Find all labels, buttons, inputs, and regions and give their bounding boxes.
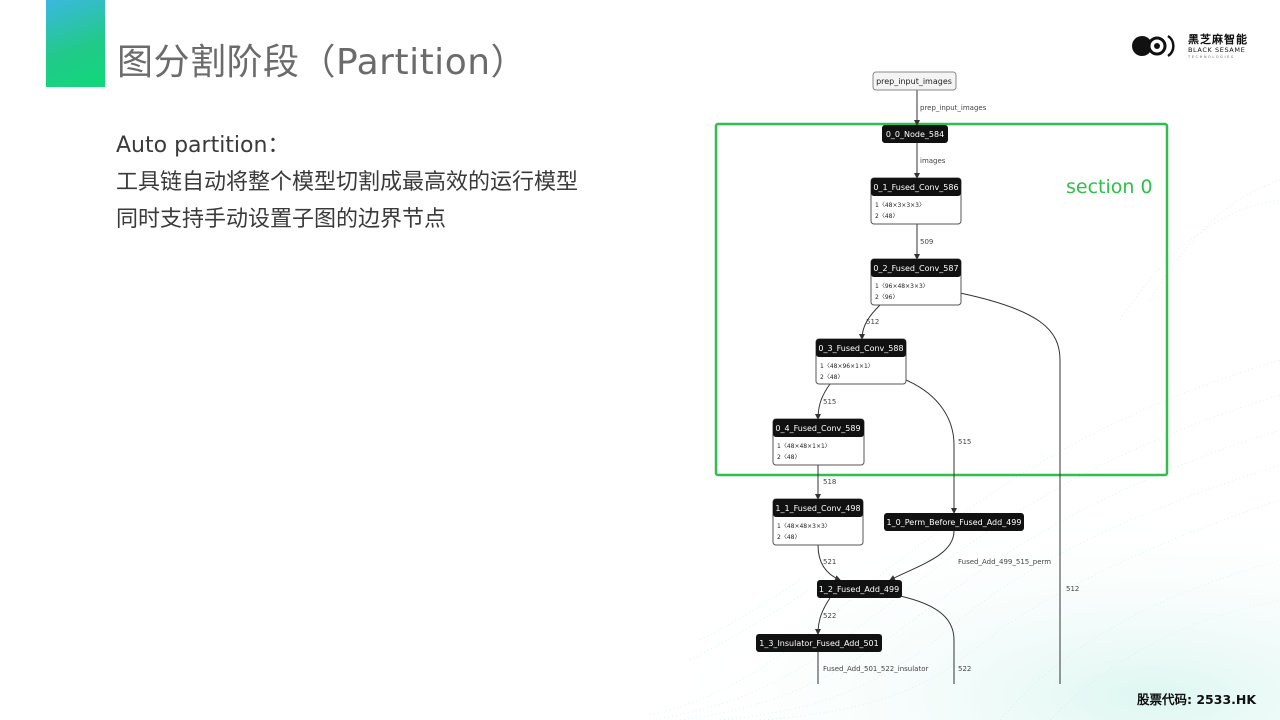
node-attr: 2〈48〉 (777, 454, 800, 461)
node-title: 0_1_Fused_Conv_586 (873, 183, 958, 192)
logo-english: BLACK SESAME (1188, 46, 1246, 54)
graph-node-input[interactable]: prep_input_images (872, 71, 957, 91)
node-title: 1_2_Fused_Add_499 (819, 585, 899, 594)
graph-node[interactable]: 0_2_Fused_Conv_587 1〈96×48×3×3〉 2〈96〉 (870, 258, 962, 306)
node-attr: 2〈48〉 (875, 213, 898, 220)
slide-title: 图分割阶段（Partition） (117, 42, 528, 83)
company-logo: 黑芝麻智能 BLACK SESAME TECHNOLOGIES (1130, 30, 1255, 62)
input-node-label: prep_input_images (876, 77, 952, 86)
edge-label: 509 (920, 238, 933, 246)
node-attr: 2〈48〉 (777, 534, 800, 541)
node-attr: 1〈96×48×3×3〉 (875, 283, 929, 290)
edge-label: Fused_Add_499_515_perm (958, 558, 1051, 566)
edge-label: images (920, 157, 946, 165)
graph-node[interactable]: 0_1_Fused_Conv_586 1〈48×3×3×3〉 2〈48〉 (870, 177, 962, 225)
logo-subline: TECHNOLOGIES (1188, 55, 1235, 59)
graph-node[interactable]: 1_0_Perm_Before_Fused_Add_499 (884, 513, 1024, 531)
edge-labels: prep_input_images images 509 512 515 515… (823, 104, 1079, 673)
section-label: section 0 (1066, 176, 1153, 198)
graph-edges (815, 90, 1061, 684)
edge-label: prep_input_images (920, 104, 987, 112)
logo-mark-icon (1132, 34, 1175, 58)
node-attr: 1〈48×48×3×3〉 (777, 523, 831, 530)
edge-label: Fused_Add_501_522_insulator (823, 665, 928, 673)
graph-node[interactable]: 0_3_Fused_Conv_588 1〈48×96×1×1〉 2〈48〉 (815, 338, 907, 385)
title-accent-bar (46, 0, 105, 87)
edge-label: 518 (823, 478, 836, 486)
node-attr: 2〈96〉 (875, 294, 898, 301)
edge-label: 512 (1066, 585, 1079, 593)
node-title: 0_3_Fused_Conv_588 (818, 344, 903, 353)
edge-label: 522 (958, 665, 971, 673)
section-0-box (714, 122, 1169, 477)
node-attr: 2〈48〉 (820, 374, 843, 381)
graph-node[interactable]: 0_0_Node_584 (882, 125, 948, 143)
node-title: 1_3_Insulator_Fused_Add_501 (759, 639, 878, 648)
stock-code: 股票代码: 2533.HK (1137, 692, 1257, 707)
edge-label: 512 (866, 318, 879, 326)
body-line: Auto partition： (116, 133, 290, 158)
graph-node[interactable]: 1_2_Fused_Add_499 (817, 580, 902, 598)
graph-node[interactable]: 0_4_Fused_Conv_589 1〈48×48×1×1〉 2〈48〉 (772, 418, 865, 466)
edge-label: 515 (823, 398, 836, 406)
node-attr: 1〈48×48×1×1〉 (777, 443, 831, 450)
node-title: 0_2_Fused_Conv_587 (873, 264, 958, 273)
graph-node[interactable]: 1_1_Fused_Conv_498 1〈48×48×3×3〉 2〈48〉 (772, 498, 864, 546)
node-title: 0_4_Fused_Conv_589 (775, 424, 860, 433)
node-title: 1_0_Perm_Before_Fused_Add_499 (887, 518, 1022, 527)
graph-node[interactable]: 1_3_Insulator_Fused_Add_501 (756, 634, 882, 652)
edge-label: 522 (823, 612, 836, 620)
node-title: 1_1_Fused_Conv_498 (775, 504, 860, 513)
body-line: 同时支持手动设置子图的边界节点 (116, 207, 447, 232)
body-text: Auto partition： 工具链自动将整个模型切割成最高效的运行模型 同时… (116, 127, 578, 238)
edge-label: 521 (823, 558, 836, 566)
node-attr: 1〈48×3×3×3〉 (875, 202, 925, 209)
node-attr: 1〈48×96×1×1〉 (820, 363, 874, 370)
logo-name: 黑芝麻智能 (1188, 33, 1248, 46)
node-title: 0_0_Node_584 (886, 130, 944, 139)
body-line: 工具链自动将整个模型切割成最高效的运行模型 (116, 170, 579, 195)
edge-label: 515 (958, 438, 971, 446)
